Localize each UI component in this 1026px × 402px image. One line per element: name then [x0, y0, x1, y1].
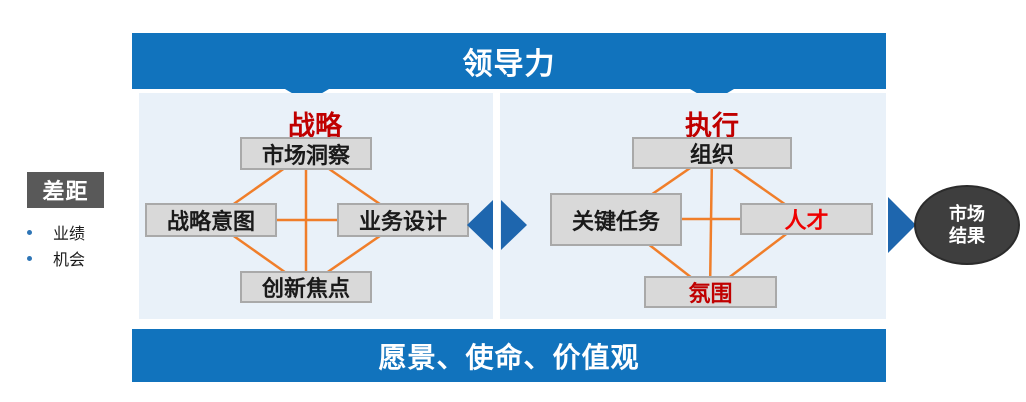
node-market-insight-label: 市场洞察: [261, 142, 350, 168]
vision-mission-values-label: 愿景、使命、价值观: [378, 341, 640, 373]
bullet-dot-icon: [27, 255, 32, 261]
gap-title: 差距: [27, 172, 104, 208]
node-organization-label: 组织: [689, 142, 734, 167]
result-arrow-icon: [888, 197, 916, 253]
node-strategic-intent: 战略意图: [145, 203, 277, 237]
node-atmosphere: 氛围: [644, 276, 777, 308]
leadership-bar-label: 领导力: [462, 48, 556, 81]
gap-item-performance-label: 业绩: [53, 226, 86, 243]
market-result-line1: 市场: [949, 203, 985, 224]
node-talent: 人才: [740, 203, 873, 235]
gap-item-performance: 业绩: [27, 221, 85, 243]
node-strategic-intent-label: 战略意图: [166, 209, 255, 234]
node-market-insight: 市场洞察: [240, 137, 372, 170]
market-result-line2: 结果: [949, 226, 985, 246]
execution-header: 执行: [685, 111, 739, 141]
vision-mission-values-bar: 愿景、使命、价值观: [132, 329, 886, 382]
node-business-design: 业务设计: [337, 203, 469, 237]
node-innovation-focus-label: 创新焦点: [261, 276, 350, 301]
node-atmosphere-label: 氛围: [688, 281, 733, 306]
gap-item-opportunity: 机会: [27, 247, 85, 269]
gap-item-opportunity-label: 机会: [53, 252, 86, 269]
leadership-bar: 领导力: [132, 33, 886, 89]
node-organization: 组织: [632, 137, 792, 169]
bullet-dot-icon: [27, 229, 32, 235]
node-innovation-focus: 创新焦点: [240, 271, 372, 303]
divider-arrow-right-icon: [501, 200, 527, 250]
strategy-header: 战略: [288, 111, 342, 141]
node-business-design-label: 业务设计: [358, 209, 447, 234]
node-key-tasks: 关键任务: [550, 193, 682, 246]
market-result-ellipse: 市场 结果: [914, 185, 1020, 265]
node-talent-label: 人才: [784, 208, 829, 233]
divider-arrow-left-icon: [467, 200, 493, 250]
node-key-tasks-label: 关键任务: [571, 208, 660, 234]
